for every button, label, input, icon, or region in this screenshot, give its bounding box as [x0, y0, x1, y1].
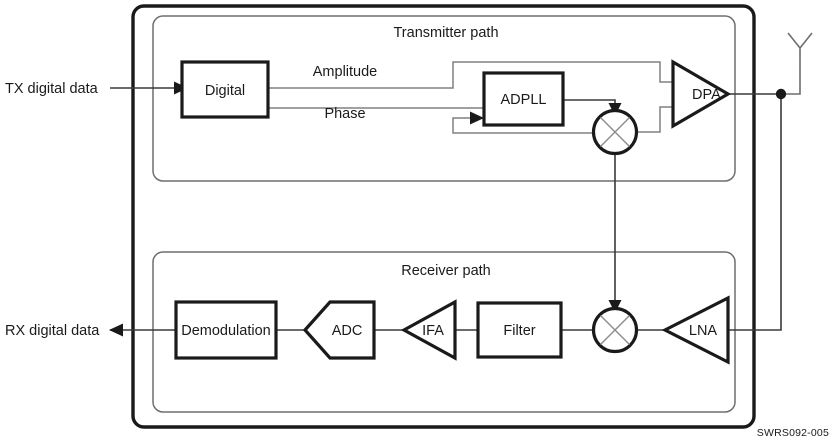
label-phase: Phase — [324, 106, 365, 122]
block-digital: Digital — [180, 60, 270, 119]
label-tx-digital-data: TX digital data — [5, 81, 99, 97]
transmitter-path-boundary — [152, 15, 736, 182]
receiver-path-boundary — [152, 251, 736, 413]
wire-rx-output — [109, 323, 176, 337]
block-ifa: IFA — [400, 299, 457, 361]
antenna-junction-dot — [775, 88, 787, 100]
antenna-icon — [787, 32, 813, 63]
label-transmitter-path: Transmitter path — [393, 25, 498, 41]
block-demodulation-label: Demodulation — [181, 323, 270, 339]
block-adc-label: ADC — [332, 323, 363, 339]
label-rx-digital-data: RX digital data — [5, 323, 100, 339]
block-rx-mixer — [591, 306, 639, 354]
block-demodulation: Demodulation — [174, 300, 278, 360]
wire-amplitude — [268, 61, 673, 89]
block-adc: ADC — [302, 300, 376, 360]
block-digital-label: Digital — [205, 83, 245, 99]
block-tx-mixer — [591, 108, 639, 156]
wire-mixer-to-dpa — [637, 106, 673, 133]
block-lna: LNA — [661, 295, 730, 365]
block-adpll-label: ADPLL — [501, 92, 547, 108]
block-dpa: DPA — [671, 59, 732, 129]
block-filter: Filter — [476, 301, 563, 359]
block-adpll: ADPLL — [482, 71, 565, 127]
block-ifa-label: IFA — [422, 323, 444, 339]
block-filter-label: Filter — [503, 323, 535, 339]
label-receiver-path: Receiver path — [401, 263, 490, 279]
chip-boundary — [131, 4, 756, 429]
block-dpa-label: DPA — [692, 87, 721, 103]
label-amplitude: Amplitude — [313, 64, 377, 80]
document-id: SWRS092-005 — [757, 427, 829, 439]
wire-adpll-feedback — [452, 111, 608, 134]
wire-antenna-feed — [728, 63, 801, 331]
wire-lo-distribution — [608, 154, 622, 313]
block-lna-label: LNA — [689, 323, 718, 339]
